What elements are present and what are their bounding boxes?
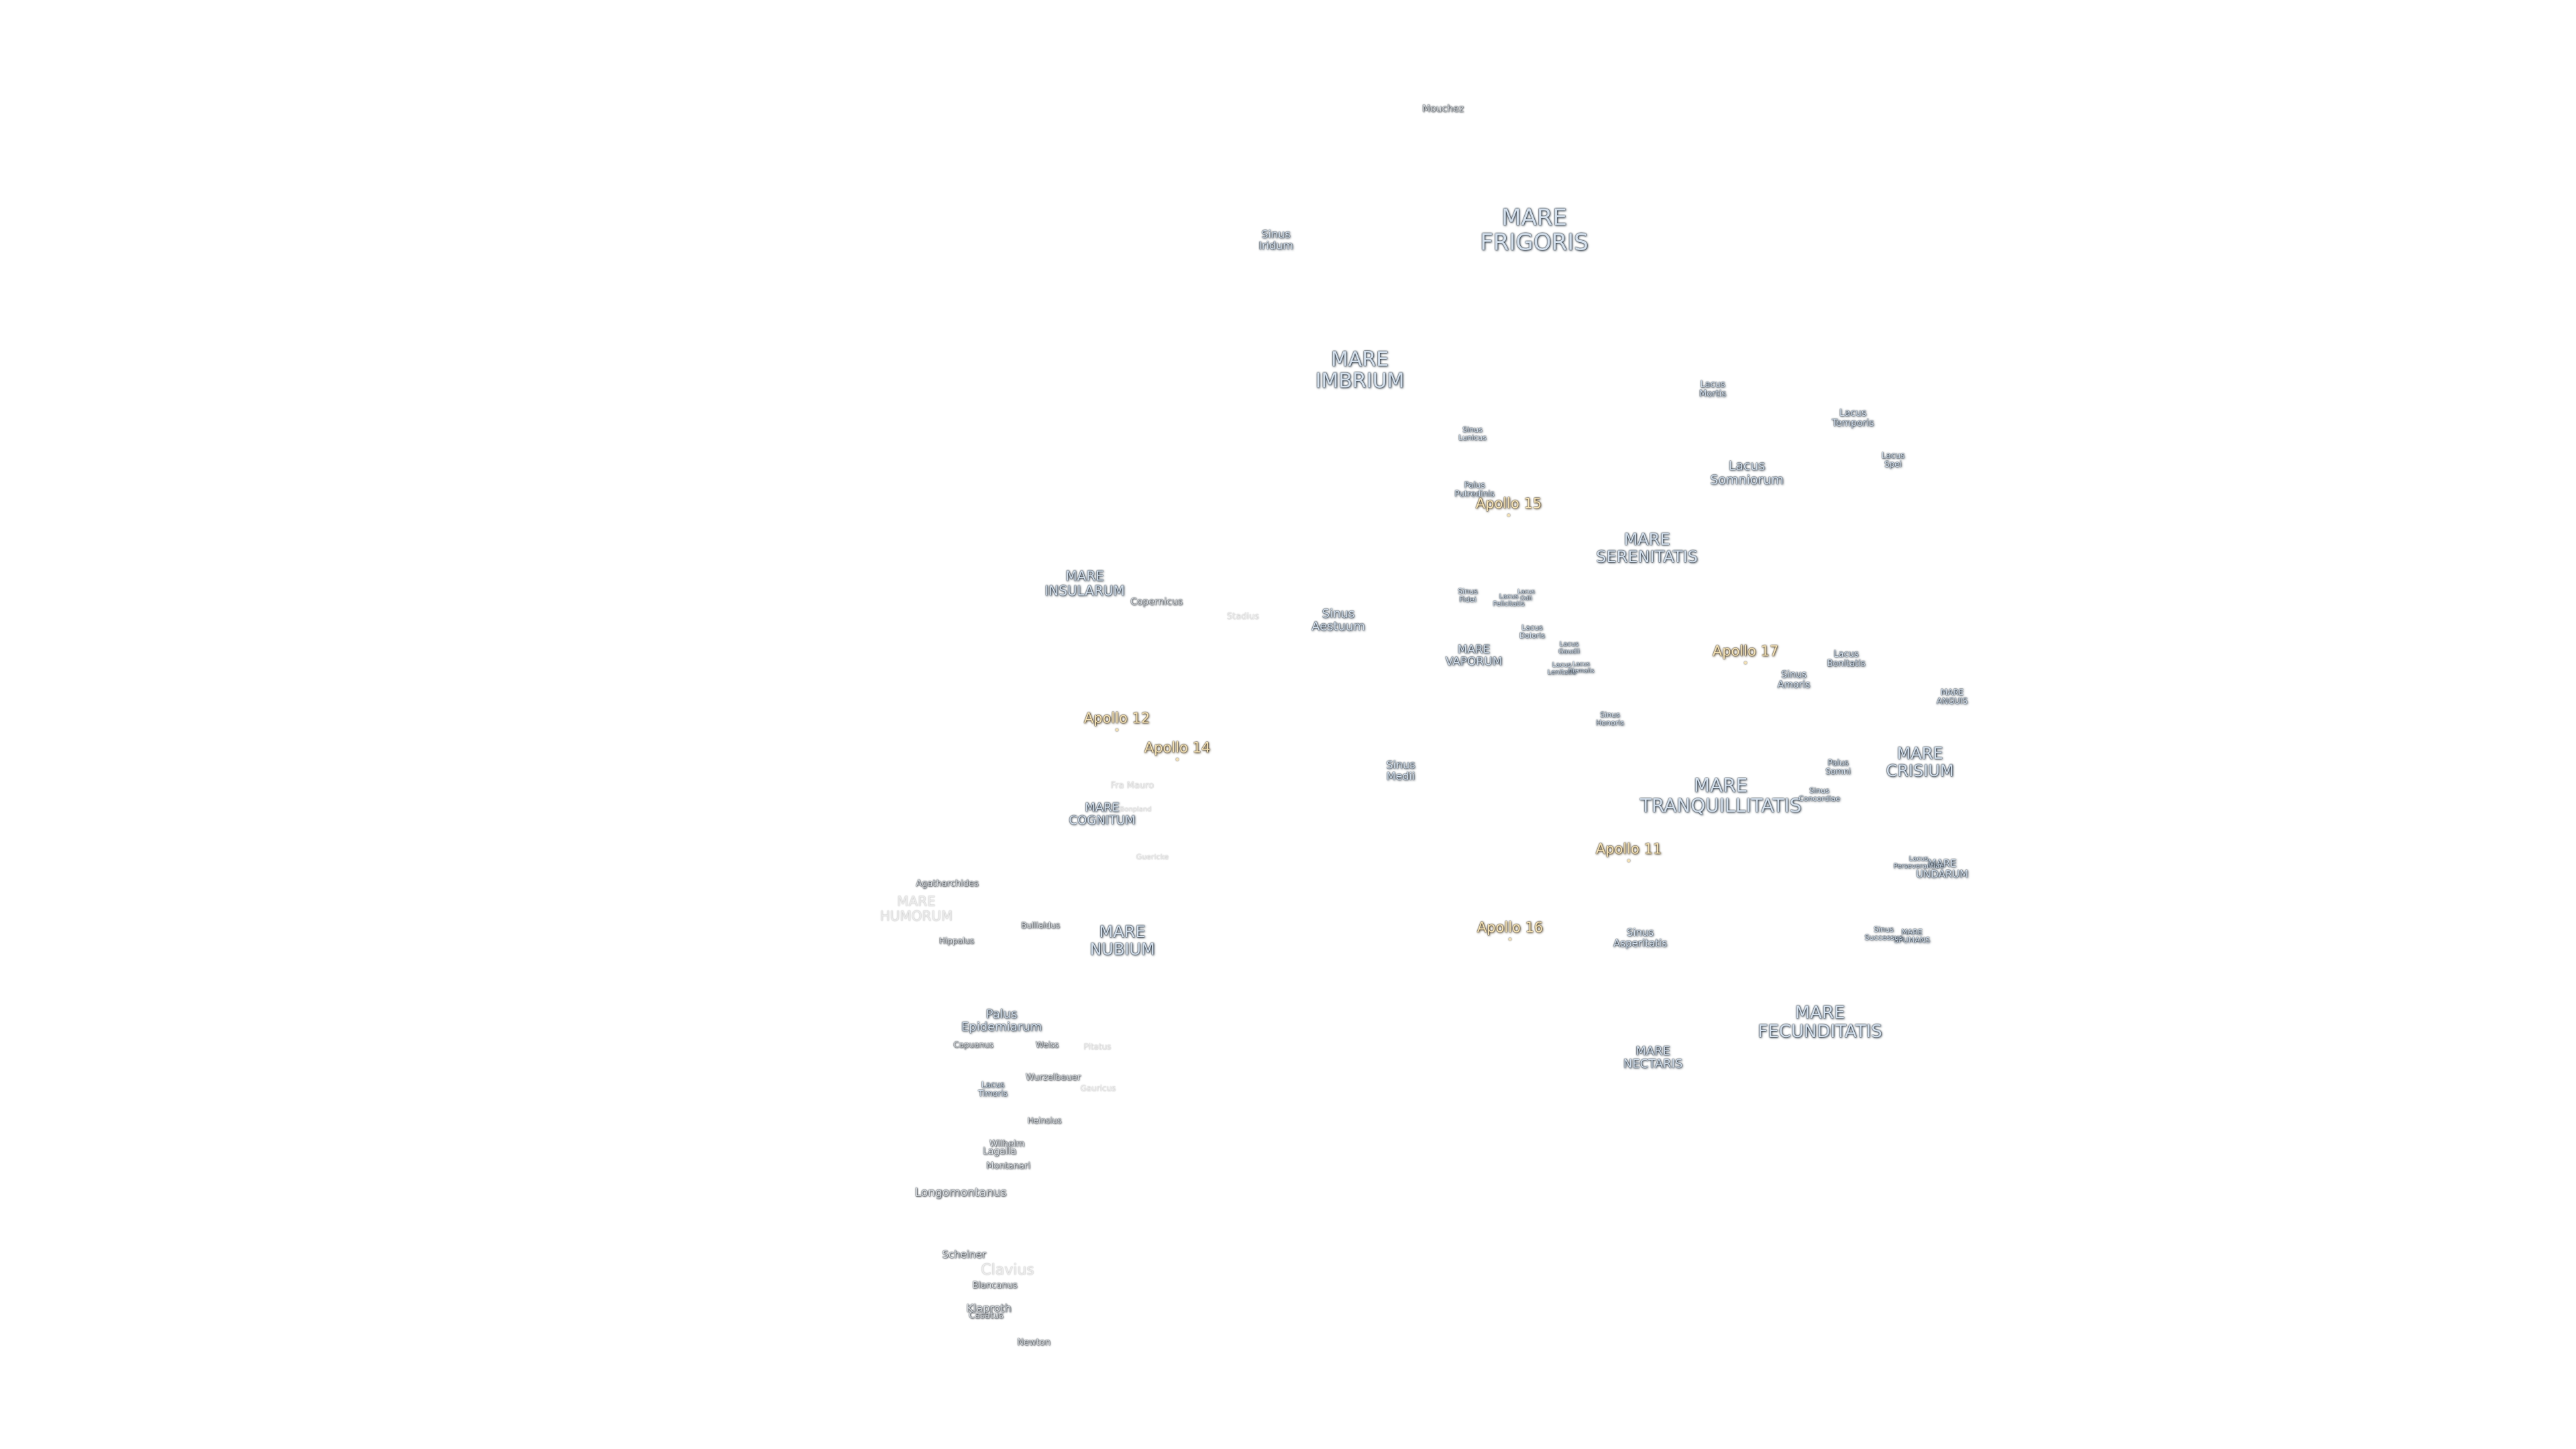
map-label-hippalus: Hippalus bbox=[938, 936, 975, 946]
landing-site-apollo-15[interactable]: Apollo 15 bbox=[1475, 495, 1542, 512]
map-label-mare-humorum: MARE HUMORUM bbox=[879, 893, 953, 924]
map-label-lacus-temporis: Lacus Temporis bbox=[1831, 407, 1874, 429]
apollo-17-marker-icon[interactable] bbox=[1744, 661, 1747, 664]
map-label-mare-spumans: MARE SPUMANS bbox=[1894, 928, 1930, 945]
map-label-mare-anguis: MARE ANGUIS bbox=[1936, 688, 1968, 706]
map-label-wilhelm: Wilhelm bbox=[989, 1138, 1025, 1149]
map-label-mare-undarum: MARE UNDARUM bbox=[1915, 857, 1969, 880]
map-label-mare-insularum: MARE INSULARUM bbox=[1044, 568, 1125, 598]
landing-site-apollo-17[interactable]: Apollo 17 bbox=[1712, 643, 1779, 659]
map-label-sinus-iridum: Sinus Iridum bbox=[1258, 227, 1293, 252]
map-label-copernicus: Copernicus bbox=[1130, 596, 1183, 608]
map-label-sinus-aestuum: Sinus Aestuum bbox=[1311, 606, 1365, 634]
map-label-sinus-lunicus: Sinus Lunicus bbox=[1458, 425, 1487, 442]
map-label-sinus-honoris: Sinus Honoris bbox=[1595, 710, 1625, 727]
apollo-15-marker-icon[interactable] bbox=[1507, 514, 1510, 517]
map-label-lacus-spei: Lacus Spei bbox=[1881, 451, 1905, 469]
map-label-sinus-amoris: Sinus Amoris bbox=[1777, 669, 1811, 690]
map-label-weiss: Weiss bbox=[1035, 1040, 1059, 1050]
map-label-mare-frigoris: MARE FRIGORIS bbox=[1480, 204, 1589, 256]
apollo-12-marker-icon[interactable] bbox=[1116, 729, 1118, 731]
map-label-lacus-doloris: Lacus Doloris bbox=[1519, 623, 1546, 640]
apollo-16-marker-icon[interactable] bbox=[1509, 938, 1511, 941]
map-label-bullialdus: Bullialdus bbox=[1020, 920, 1061, 930]
map-label-lacus-timoris: Lacus Timoris bbox=[978, 1080, 1008, 1098]
map-label-scheiner: Scheiner bbox=[942, 1248, 986, 1260]
map-label-montanari: Montanari bbox=[986, 1161, 1030, 1171]
map-label-mare-tranquillitatis: MARE TRANQUILLITATIS bbox=[1640, 773, 1802, 816]
map-label-mare-serenitatis: MARE SERENITATIS bbox=[1596, 530, 1698, 566]
map-label-capuanus: Capuanus bbox=[953, 1040, 994, 1050]
landing-site-apollo-14[interactable]: Apollo 14 bbox=[1144, 739, 1211, 756]
map-label-bonpland: Bonpland bbox=[1120, 806, 1152, 814]
map-label-mare-fecunditatis: MARE FECUNDITATIS bbox=[1758, 1002, 1882, 1042]
map-label-mare-imbrium: MARE IMBRIUM bbox=[1315, 347, 1405, 393]
map-label-lacus-mortis: Lacus Mortis bbox=[1699, 379, 1726, 399]
map-label-mare-vaporum: MARE VAPORUM bbox=[1445, 643, 1503, 669]
map-label-lacus-hiemalis: Lacus Hiemalis bbox=[1568, 661, 1595, 674]
map-label-lacus-perseverantiae: Lacus Perseverantiae bbox=[1893, 855, 1944, 870]
map-label-sinus-successus: Sinus Successus bbox=[1864, 925, 1903, 942]
landing-site-apollo-11[interactable]: Apollo 11 bbox=[1595, 841, 1662, 857]
apollo-14-marker-icon[interactable] bbox=[1176, 758, 1179, 761]
map-label-lacus-lenitatis: Lacus Lenitatis bbox=[1547, 661, 1576, 676]
map-label-lacus-odii: Lacus Odii bbox=[1517, 588, 1535, 602]
map-label-mare-nubium: MARE NUBIUM bbox=[1089, 922, 1155, 959]
map-label-lacus-gaudii: Lacus Gaudii bbox=[1558, 641, 1580, 655]
map-label-palus-somni: Palus Somni bbox=[1825, 758, 1851, 776]
map-label-blancanus: Blancanus bbox=[972, 1280, 1018, 1291]
map-label-klaproth: Klaproth bbox=[966, 1301, 1012, 1315]
map-label-mare-crisium: MARE CRISIUM bbox=[1886, 744, 1954, 780]
map-label-sinus-asperitatis: Sinus Asperitatis bbox=[1613, 926, 1668, 949]
map-label-lacus-felicitatis: Lacus Felicitatis bbox=[1493, 593, 1525, 608]
map-label-stadius: Stadius bbox=[1226, 611, 1260, 622]
map-label-mouchez: Mouchez bbox=[1421, 103, 1464, 115]
map-label-mare-nectaris: MARE NECTARIS bbox=[1623, 1044, 1683, 1071]
map-label-pitatus: Pitatus bbox=[1083, 1042, 1112, 1052]
apollo-11-marker-icon[interactable] bbox=[1627, 859, 1630, 862]
map-label-palus-putredinis: Palus Putredinis bbox=[1454, 480, 1495, 498]
map-label-sinus-concordiae: Sinus Concordiae bbox=[1798, 786, 1841, 803]
map-label-heinsius: Heinsius bbox=[1027, 1116, 1062, 1126]
map-label-lacus-bonitatis: Lacus Bonitatis bbox=[1827, 649, 1866, 669]
map-label-agatharchides: Agatharchides bbox=[916, 878, 979, 889]
map-label-wurzelbauer: Wurzelbauer bbox=[1025, 1072, 1081, 1083]
map-label-longomontanus: Longomontanus bbox=[914, 1185, 1007, 1199]
map-label-gauricus: Gauricus bbox=[1080, 1083, 1116, 1093]
map-label-lagalla: Lagalla bbox=[982, 1146, 1017, 1157]
landing-site-apollo-12[interactable]: Apollo 12 bbox=[1083, 710, 1150, 727]
map-label-palus-epidemiarum: Palus Epidemiarum bbox=[961, 1007, 1042, 1034]
map-label-fra-mauro: Fra Mauro bbox=[1110, 780, 1155, 791]
map-label-newton: Newton bbox=[1017, 1337, 1051, 1348]
map-label-sinus-medii: Sinus Medii bbox=[1386, 758, 1415, 783]
map-label-mare-cognitum: MARE COGNITUM bbox=[1069, 800, 1136, 828]
map-label-sinus-fidei: Sinus Fidei bbox=[1458, 587, 1478, 604]
map-label-lacus-somniorum: Lacus Somniorum bbox=[1710, 458, 1784, 487]
map-label-clavius: Clavius bbox=[981, 1262, 1034, 1279]
landing-site-apollo-16[interactable]: Apollo 16 bbox=[1477, 919, 1544, 936]
map-label-guericke: Guericke bbox=[1136, 853, 1169, 862]
map-label-casatus: Casatus bbox=[969, 1310, 1004, 1321]
